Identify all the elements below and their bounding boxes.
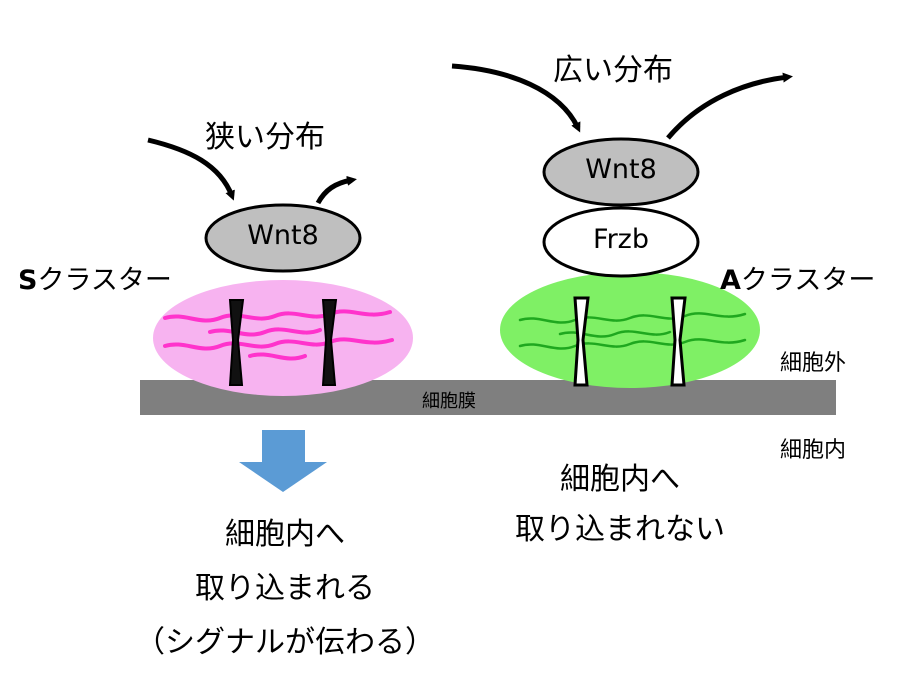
right-wnt8-label: Wnt8 [585,154,657,185]
frzb-label: Frzb [593,224,649,255]
s-cluster-letter: S [18,265,38,296]
extracellular-label: 細胞外 [780,351,847,376]
left-outcome-line2: 取り込まれる [195,571,375,606]
a-cluster [500,272,760,388]
a-cluster-letter: A [720,265,741,296]
frzb-protein [542,206,700,278]
right-wnt8-protein [542,137,700,207]
s-cluster-label: Sクラスター [18,258,172,297]
right-outcome-text: 細胞内へ 取り込まれない [470,455,770,555]
right-outgoing-arrow [666,72,793,140]
right-incoming-arrow [451,63,581,133]
membrane-label: 細胞膜 [422,391,476,412]
internalization-arrow [239,430,327,492]
left-outcome-line3: （シグナルが伝わる） [135,625,435,660]
narrow-distribution-label: 狭い分布 [205,120,325,155]
right-outcome-line1: 細胞内へ [560,462,680,497]
a-cluster-label: Aクラスター [720,258,875,297]
a-cluster-receptors [573,296,687,387]
s-cluster-receptors [228,299,338,386]
s-cluster-chains [163,309,394,361]
s-cluster [153,280,413,396]
left-wnt8-label: Wnt8 [247,220,319,251]
left-outgoing-arrow [315,175,357,205]
s-cluster-suffix: クラスター [37,265,172,296]
wide-distribution-label: 広い分布 [553,53,673,88]
right-outcome-line2: 取り込まれない [515,512,725,547]
left-outcome-line1: 細胞内へ [225,517,345,552]
left-incoming-arrow [147,137,235,201]
a-cluster-suffix: クラスター [740,265,876,296]
left-outcome-text: 細胞内へ 取り込まれる （シグナルが伝わる） [60,508,510,670]
left-wnt8-protein [204,203,362,273]
intracellular-label: 細胞内 [780,438,847,463]
